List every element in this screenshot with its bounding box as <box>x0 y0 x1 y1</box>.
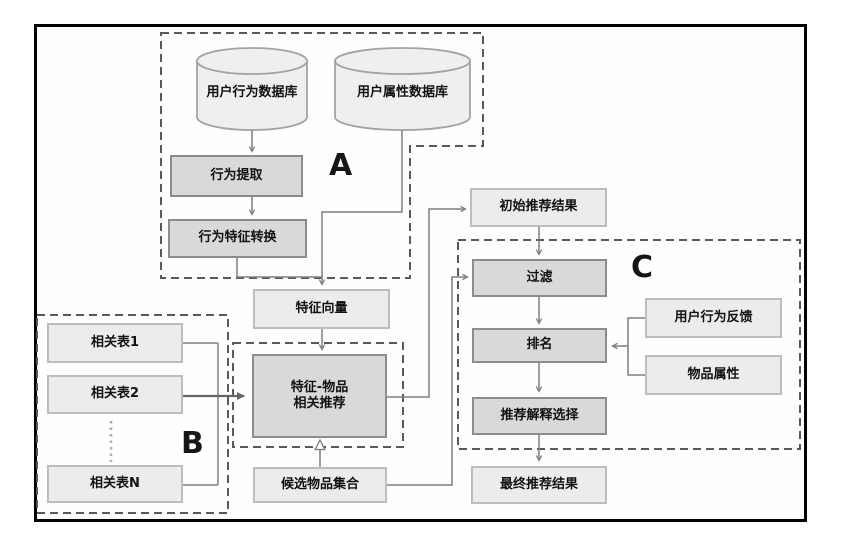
node-user-behavior-feedback: 用户行为反馈 <box>645 298 782 338</box>
line-convert-to-merge <box>236 258 322 278</box>
node-db-behavior: 用户行为数据库 <box>206 84 298 100</box>
dashed-outline-group-c <box>457 239 801 450</box>
line-feedback-bracket <box>627 317 645 376</box>
node-explanation-select: 推荐解释选择 <box>472 397 607 435</box>
arrow-featureitem-to-initialresult <box>387 209 465 398</box>
arrow-candidate-to-filter <box>387 277 467 486</box>
node-feature-item-recommend: 特征-物品 相关推荐 <box>252 354 387 438</box>
node-db-attribute: 用户属性数据库 <box>356 84 448 100</box>
node-related-table-2: 相关表2 <box>47 375 183 414</box>
node-related-table-n: 相关表N <box>47 465 183 503</box>
node-related-table-1: 相关表1 <box>47 323 183 363</box>
node-candidate-item-set: 候选物品集合 <box>253 467 387 503</box>
node-behavior-feature-convert: 行为特征转换 <box>168 219 307 258</box>
dashed-outline-group-a <box>160 32 484 279</box>
node-behavior-extract: 行为提取 <box>170 155 303 197</box>
group-label-c: C <box>631 250 654 285</box>
dashed-outline-group-b <box>36 314 229 514</box>
node-final-recommend-result: 最终推荐结果 <box>471 466 607 504</box>
database-cylinder-attribute <box>334 47 471 131</box>
database-cylinder-behavior <box>196 47 308 131</box>
node-initial-recommend-result: 初始推荐结果 <box>470 188 607 227</box>
group-label-b: B <box>181 426 204 461</box>
hollow-arrowhead-up <box>314 438 326 451</box>
node-item-attribute: 物品属性 <box>645 355 782 395</box>
connectors <box>183 130 645 486</box>
node-filter: 过滤 <box>472 259 607 297</box>
arrow-dbattribute-to-featurevector <box>322 130 403 284</box>
node-feature-vector: 特征向量 <box>253 289 390 329</box>
node-rank: 排名 <box>472 328 607 363</box>
group-label-a: A <box>329 148 353 183</box>
